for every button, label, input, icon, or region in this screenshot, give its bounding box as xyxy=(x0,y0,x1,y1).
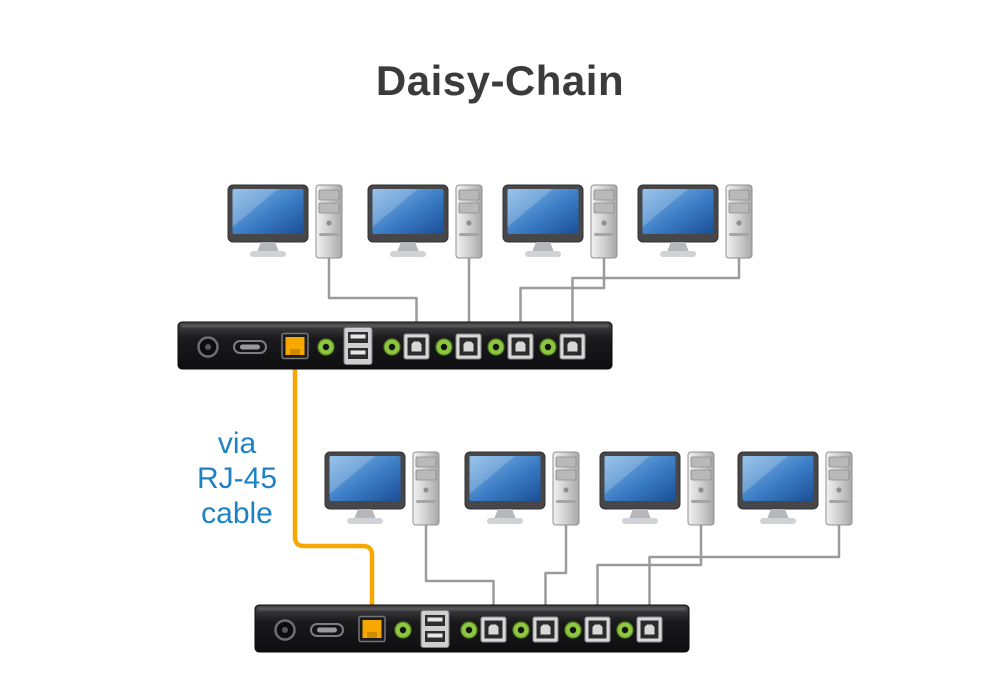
wire-top-computer-4 xyxy=(571,256,741,337)
cable-label-line-3: cable xyxy=(201,497,273,530)
wire-top-computer-1 xyxy=(327,256,418,337)
computer-top-2 xyxy=(367,184,483,259)
cable-label-line-1: via xyxy=(218,427,257,460)
computer-bottom-1 xyxy=(324,451,440,526)
wire-bottom-computer-4 xyxy=(648,523,841,620)
rj45-daisy-chain-cable xyxy=(292,352,375,619)
wire-bottom-computer-1 xyxy=(424,523,495,620)
computer-bottom-2 xyxy=(464,451,580,526)
computer-bottom-3 xyxy=(599,451,715,526)
kvm-switch-2 xyxy=(253,603,691,654)
computer-top-4 xyxy=(637,184,753,259)
cable-label-line-2: RJ-45 xyxy=(197,462,277,495)
diagram-title: Daisy-Chain xyxy=(376,57,624,104)
cable-label: via RJ-45 cable xyxy=(197,427,277,530)
computer-top-3 xyxy=(502,184,618,259)
wire-bottom-computer-2 xyxy=(544,523,568,620)
computer-top-1 xyxy=(227,184,343,259)
wire-top-computer-3 xyxy=(519,256,606,337)
computer-bottom-4 xyxy=(737,451,853,526)
kvm-switch-1 xyxy=(176,320,614,371)
